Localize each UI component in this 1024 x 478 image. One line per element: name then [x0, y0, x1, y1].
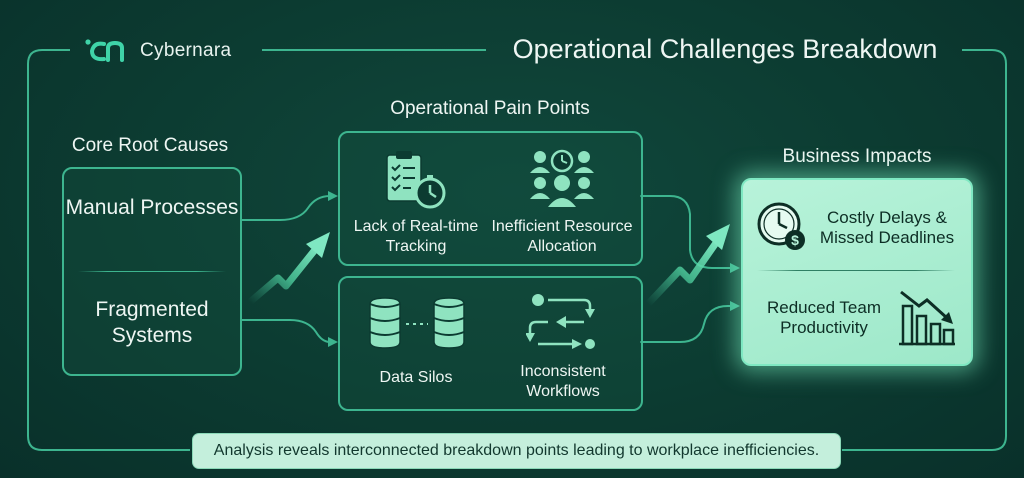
trend-arrowhead-left	[306, 232, 330, 258]
team-clock-icon	[530, 149, 594, 207]
connector-arrowhead	[328, 191, 338, 201]
footer-banner: Analysis reveals interconnected breakdow…	[192, 433, 841, 469]
clock-dollar-icon: $	[757, 202, 805, 250]
pain-label-tracking: Lack of Real-time Tracking	[353, 218, 479, 255]
connector-fragmented-to-pain	[240, 319, 331, 343]
trend-arrow-right	[645, 237, 721, 307]
connector-arrowhead	[730, 263, 740, 273]
brand: Cybernara	[84, 36, 231, 66]
cause-divider	[78, 271, 226, 272]
pain-points-bottom-box: Data Silos Inconsistent Workflows	[338, 276, 643, 411]
workflow-arrows-icon	[526, 294, 595, 349]
brand-name: Cybernara	[140, 40, 232, 61]
pain-label-workflows: Inconsistent Workflows	[520, 363, 606, 400]
cybernara-logo-icon	[85, 39, 124, 62]
impact-divider	[757, 270, 955, 271]
impacts-box: $ Costly Delays & Missed Deadlines Reduc…	[741, 178, 973, 366]
impacts-title: Business Impacts	[782, 146, 932, 167]
root-causes-title: Core Root Causes	[71, 135, 229, 156]
impact-label-productivity: Reduced Team Productivity	[766, 298, 882, 337]
impact-label-delays: Costly Delays & Missed Deadlines	[819, 208, 955, 247]
trend-arrowhead-right	[706, 224, 730, 250]
svg-text:$: $	[791, 232, 799, 248]
connector-manual-to-pain	[240, 195, 331, 221]
page-title: Operational Challenges Breakdown	[512, 34, 938, 64]
pain-label-resource: Inefficient Resource Allocation	[491, 218, 633, 255]
root-causes-box: Manual Processes Fragmented Systems	[62, 167, 242, 376]
connector-pain-bottom-to-impact	[640, 305, 732, 343]
connector-pain-top-to-impact	[640, 195, 730, 269]
connector-arrowhead	[328, 337, 338, 347]
declining-bar-chart-icon	[899, 290, 955, 346]
connector-arrowhead	[730, 301, 740, 311]
pain-points-top-box: Lack of Real-time Tracking Inefficient R…	[338, 131, 643, 266]
clipboard-stopwatch-icon	[386, 151, 446, 209]
footer-text: Analysis reveals interconnected breakdow…	[213, 442, 820, 459]
pain-points-title: Operational Pain Points	[390, 98, 590, 119]
database-silos-icon	[369, 297, 465, 349]
pain-label-data-silos: Data Silos	[379, 369, 453, 386]
cause-fragmented-systems: Fragmented Systems	[95, 298, 209, 347]
outer-frame	[27, 49, 1007, 451]
cause-manual-processes: Manual Processes	[65, 196, 239, 219]
trend-arrow-left	[247, 243, 321, 305]
